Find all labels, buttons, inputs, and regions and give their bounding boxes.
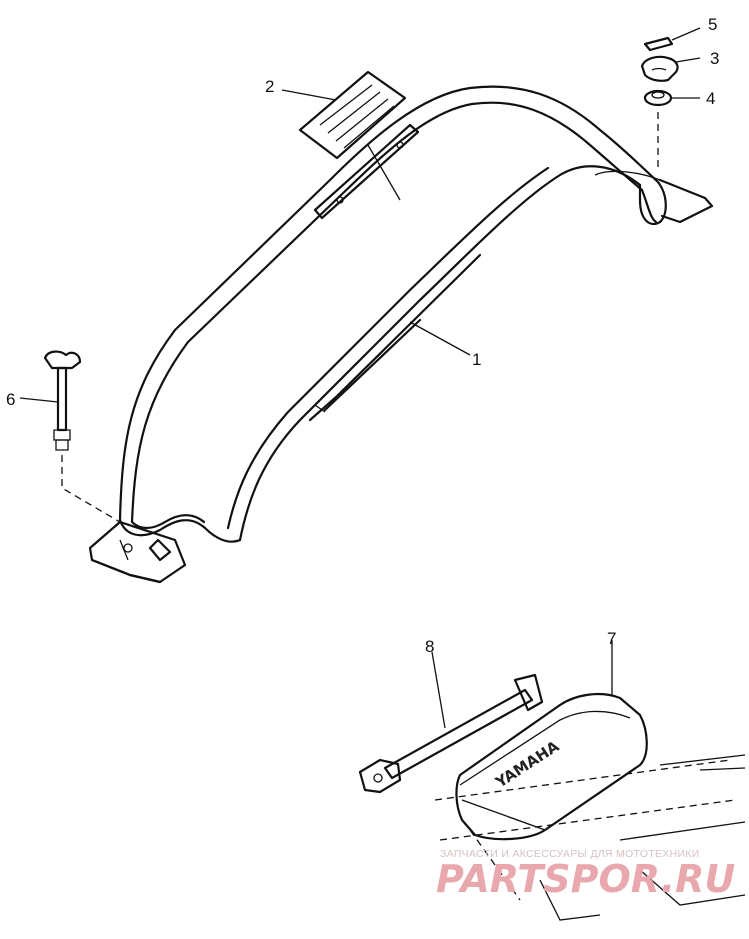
callout-4: 4 bbox=[706, 89, 715, 108]
callouts: 1 2 3 4 5 6 7 8 bbox=[6, 15, 719, 656]
watermark-site: PARTSPOR.RU bbox=[436, 857, 735, 901]
callout-3: 3 bbox=[710, 49, 719, 68]
bolt-part-6 bbox=[19, 350, 82, 451]
watermark-caption: ЗАПЧАСТИ И АКСЕССУАРЫ ДЛЯ МОТОТЕХНИКИ bbox=[440, 848, 700, 860]
grommet-part-4 bbox=[643, 89, 700, 107]
callout-8: 8 bbox=[425, 637, 434, 656]
callout-5: 5 bbox=[708, 15, 717, 34]
fender-part-1 bbox=[88, 85, 714, 584]
clip-part-5 bbox=[643, 27, 701, 52]
callout-1: 1 bbox=[472, 350, 481, 369]
frame-background bbox=[434, 754, 746, 921]
label-part-2 bbox=[281, 70, 407, 201]
callout-2: 2 bbox=[265, 77, 274, 96]
callout-7: 7 bbox=[607, 629, 616, 648]
strap-part-8 bbox=[358, 651, 544, 794]
dashline-front bbox=[61, 455, 126, 526]
nut-part-3 bbox=[640, 55, 701, 82]
watermark: ЗАПЧАСТИ И АКСЕССУАРЫ ДЛЯ МОТОТЕХНИКИ PA… bbox=[436, 848, 735, 901]
toolbox-part-7: YAMAHA bbox=[455, 640, 648, 841]
callout-6: 6 bbox=[6, 390, 15, 409]
